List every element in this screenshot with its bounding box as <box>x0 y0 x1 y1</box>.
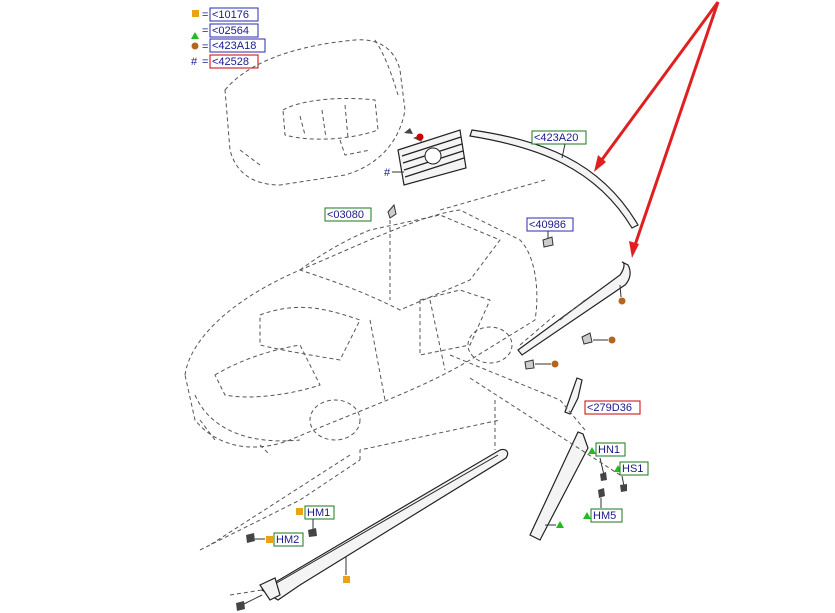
callout-box-hs1 <box>619 461 649 476</box>
legend-circle-icon <box>191 42 199 50</box>
roof-antenna: <03080 <box>324 203 397 300</box>
highlight-arrows <box>594 1 720 258</box>
square-marker-icon <box>343 576 350 583</box>
legend-box-4 <box>209 54 259 69</box>
legend-box-2 <box>209 23 259 38</box>
callout-hs1: HS1 <box>622 463 643 475</box>
callout-box-rear-molding <box>531 130 587 145</box>
legend-text-1: <10176 <box>212 9 249 21</box>
legend-eq-1: = <box>202 9 208 21</box>
legend-hash-icon: # <box>191 56 198 68</box>
callout-roof-antenna: <03080 <box>327 209 364 221</box>
legend-box-1 <box>209 7 259 22</box>
callout-hm1: HM1 <box>307 507 330 519</box>
legend-text-2: <02564 <box>212 25 249 37</box>
clip-40986: <40986 <box>526 217 574 248</box>
fastener-callouts-right: HN1 HS1 HM5 <box>583 442 649 523</box>
rear-car-view <box>224 39 406 186</box>
callout-box-40986 <box>526 217 574 232</box>
callout-box-hm5 <box>590 508 623 523</box>
legend-text-3: <423A18 <box>212 40 256 52</box>
legend-triangle-icon <box>191 32 199 39</box>
legend-eq-3: = <box>202 41 208 53</box>
side-window-molding <box>517 261 631 370</box>
legend-text-4: <42528 <box>212 56 249 68</box>
rear-grille-panel: # <box>384 128 467 186</box>
callout-box-antenna <box>324 207 372 222</box>
callout-box-hm2 <box>273 532 304 547</box>
pillar-trim: <279D36 <box>564 377 641 415</box>
door-molding-strip <box>529 431 589 541</box>
callout-rear-molding: <423A20 <box>534 132 578 144</box>
circle-marker-icon-3 <box>551 360 559 368</box>
callout-hm2: HM2 <box>276 534 299 546</box>
fastener-callouts-left: HM1 HM2 <box>236 505 335 611</box>
legend-box-3 <box>209 38 266 53</box>
hash-marker-icon <box>416 133 424 141</box>
callout-box-hn1 <box>595 442 626 457</box>
callout-box-279d36 <box>584 400 641 415</box>
circle-marker-icon <box>618 297 626 305</box>
legend-eq-4: = <box>202 56 208 68</box>
legend: = <10176 = <02564 = <423A18 # = <42528 <box>191 7 266 69</box>
circle-marker-icon-2 <box>608 336 616 344</box>
hash-marker-text: # <box>384 167 391 179</box>
emblem-icon <box>424 147 442 165</box>
legend-eq-2: = <box>202 25 208 37</box>
callout-pillar-trim: <279D36 <box>587 402 632 414</box>
callout-box-hm1 <box>304 505 335 520</box>
legend-square-icon <box>192 10 199 17</box>
rear-molding: <423A20 <box>469 129 639 229</box>
reference-lines <box>209 179 621 546</box>
main-car-view <box>184 209 538 456</box>
triangle-marker-icon <box>556 521 564 528</box>
callout-hm5: HM5 <box>593 510 616 522</box>
callout-clip-40986: <40986 <box>529 219 566 231</box>
callout-hn1: HN1 <box>598 444 620 456</box>
rocker-molding <box>199 400 509 601</box>
